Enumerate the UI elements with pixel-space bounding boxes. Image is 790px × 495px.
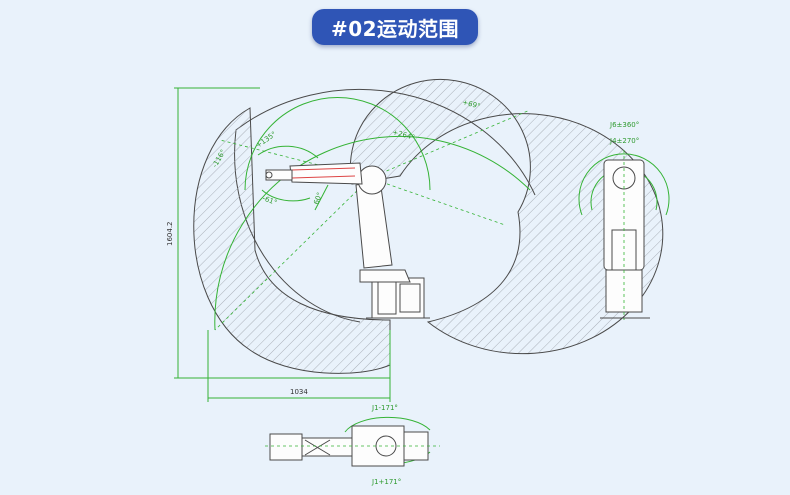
envelope-outer-edge (234, 88, 536, 323)
robot-flange (265, 171, 273, 179)
width-dim-label: 1034 (290, 388, 308, 396)
robot-wrist (265, 169, 293, 181)
robot-shoulder (359, 269, 411, 283)
angle-j5a-label: -61° (261, 194, 278, 207)
envelope-lower-region (193, 107, 391, 374)
robot-elbow (357, 165, 387, 195)
arc-j2 (244, 97, 431, 191)
robot-base (371, 277, 425, 319)
top-view: J1-171° J1+171° (265, 404, 440, 486)
arc-j5 (261, 189, 311, 202)
j4-label: J4±270° (609, 137, 639, 145)
arc-j5-leader (314, 184, 329, 211)
j6-label: J6±360° (609, 121, 639, 129)
robot-upper-arm-cable (291, 167, 356, 179)
front-view: J6±360° J4±270° (578, 121, 670, 320)
robot-upper-arm (289, 162, 363, 185)
section-title: #02运动范围 (330, 16, 460, 41)
lower-limit-line (214, 177, 371, 331)
section-title-badge: #02运动范围 (312, 9, 478, 45)
robot-base-panel-2 (399, 283, 421, 313)
arc-j3 (257, 145, 319, 159)
side-view: 1604.2 1034 +69° +264° -116° +135° -61° … (166, 78, 664, 402)
top-wrist (269, 433, 303, 461)
angle-j3-label: +135° (255, 130, 278, 150)
arc-j1-outer (214, 135, 531, 331)
mid-limit-line (369, 177, 506, 226)
top-upper-arm-detail (304, 439, 331, 456)
work-envelope (349, 78, 664, 355)
j1-top-label: J1-171° (371, 404, 398, 412)
height-dim-label: 1604.2 (166, 222, 174, 247)
angle-j5b-label: 60° (312, 191, 324, 205)
j1-bottom-label: J1+171° (371, 478, 401, 486)
arc-j6 (578, 153, 670, 216)
upper-limit-line (369, 109, 531, 179)
